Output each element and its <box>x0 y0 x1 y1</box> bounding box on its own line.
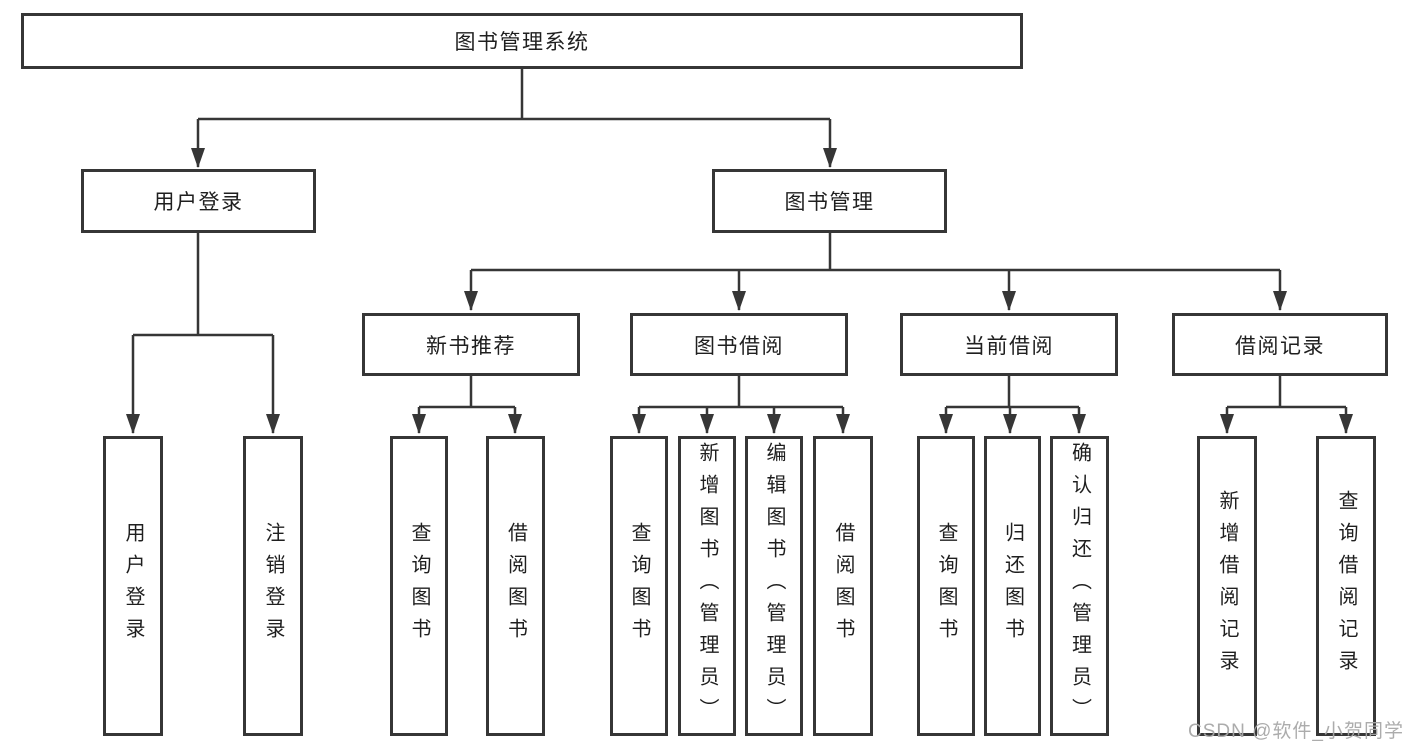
leaf-label: 编辑图书（管理员） <box>763 442 785 730</box>
node-library-system: 图书管理系统 <box>21 13 1023 69</box>
node-user-login: 用户登录 <box>81 169 316 233</box>
leaf-label: 查询图书 <box>935 522 957 650</box>
node-book-borrow: 图书借阅 <box>630 313 848 376</box>
leaf-label: 归还图书 <box>1001 522 1024 650</box>
leaf-label: 借阅图书 <box>504 522 527 650</box>
node-borrow-records: 借阅记录 <box>1172 313 1388 376</box>
leaf-add-borrow-record: 新增借阅记录 <box>1197 436 1257 736</box>
leaf-confirm-return-admin: 确认归还（管理员） <box>1050 436 1109 736</box>
leaf-label: 新增图书（管理员） <box>696 442 718 730</box>
leaf-label: 新增借阅记录 <box>1216 490 1238 682</box>
node-book-management: 图书管理 <box>712 169 947 233</box>
node-label: 图书管理系统 <box>454 31 590 54</box>
leaf-borrow-books: 借阅图书 <box>813 436 873 736</box>
connector-login-trunk <box>133 233 273 337</box>
csdn-watermark: CSDN @软件_小贺同学 <box>1188 721 1404 742</box>
node-label: 新书推荐 <box>426 334 516 358</box>
node-label: 当前借阅 <box>964 334 1054 358</box>
leaf-query-books-borrow: 查询图书 <box>610 436 668 736</box>
node-new-book-recommend: 新书推荐 <box>362 313 580 376</box>
leaf-logout: 注销登录 <box>243 436 303 736</box>
connector-newbook-trunk <box>419 376 515 409</box>
leaf-label: 确认归还（管理员） <box>1068 442 1091 730</box>
node-current-borrow: 当前借阅 <box>900 313 1118 376</box>
leaf-label: 借阅图书 <box>832 522 854 650</box>
leaf-edit-books-admin: 编辑图书（管理员） <box>745 436 803 736</box>
leaf-label: 查询借阅记录 <box>1335 490 1357 682</box>
leaf-add-books-admin: 新增图书（管理员） <box>678 436 736 736</box>
node-label: 图书管理 <box>784 191 875 214</box>
node-label: 图书借阅 <box>694 334 784 358</box>
connector-currentborrow-trunk <box>946 376 1079 409</box>
connector-management-trunk <box>471 233 1280 272</box>
connector-records-trunk <box>1227 376 1346 409</box>
leaf-return-books: 归还图书 <box>984 436 1041 736</box>
leaf-query-books-recommend: 查询图书 <box>390 436 448 736</box>
leaf-label: 注销登录 <box>262 522 284 650</box>
leaf-borrow-books-recommend: 借阅图书 <box>486 436 545 736</box>
node-label: 借阅记录 <box>1235 334 1325 358</box>
leaf-user-login: 用户登录 <box>103 436 163 736</box>
leaf-label: 查询图书 <box>628 522 650 650</box>
node-label: 用户登录 <box>153 191 244 214</box>
leaf-label: 查询图书 <box>408 522 430 650</box>
leaf-query-borrow-record: 查询借阅记录 <box>1316 436 1376 736</box>
connector-bookborrow-trunk <box>639 376 843 409</box>
connector-root-trunk <box>198 69 830 121</box>
leaf-label: 用户登录 <box>122 522 144 650</box>
leaf-query-books-current: 查询图书 <box>917 436 975 736</box>
